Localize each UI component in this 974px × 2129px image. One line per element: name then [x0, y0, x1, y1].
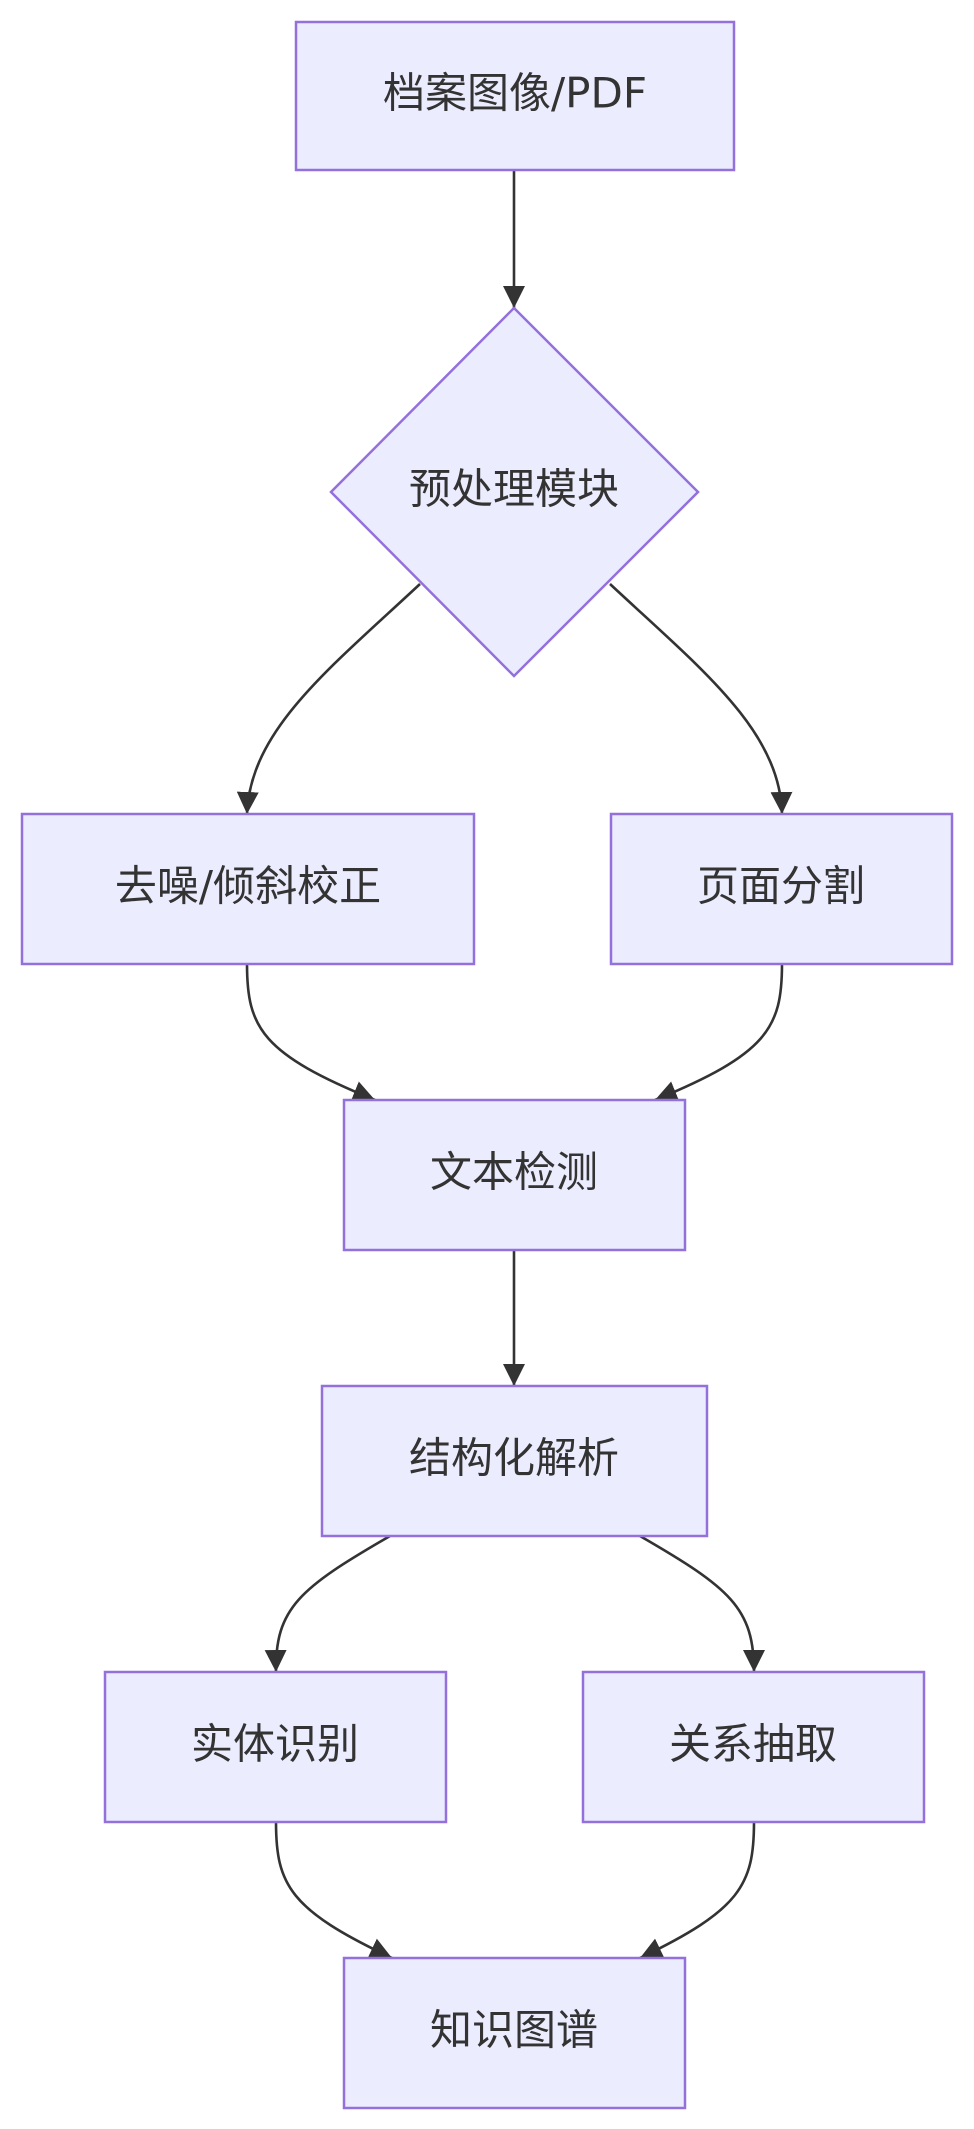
node-denoise-deskew-label: 去噪/倾斜校正 — [115, 862, 381, 911]
node-relation-extraction-label: 关系抽取 — [669, 1720, 837, 1769]
node-page-segmentation: 页面分割 — [609, 812, 954, 966]
node-archive-input: 档案图像/PDF — [294, 20, 736, 172]
node-preprocess: 预处理模块 — [329, 306, 700, 678]
nodes: 档案图像/PDF 预处理模块 去噪/倾斜校正 页面分割 文本检测 结构化解析 实… — [20, 20, 954, 2110]
edge-entity-to-knowledge — [274, 1821, 393, 1960]
node-structured-parsing: 结构化解析 — [320, 1384, 709, 1538]
edge-preprocess-to-segmentation — [609, 583, 793, 815]
node-structured-parsing-label: 结构化解析 — [409, 1434, 619, 1483]
edge-parsing-to-entity — [264, 1534, 391, 1673]
edges — [236, 170, 793, 1960]
node-entity-recognition-label: 实体识别 — [191, 1720, 359, 1769]
node-knowledge-graph-label: 知识图谱 — [430, 2006, 598, 2055]
node-knowledge-graph: 知识图谱 — [342, 1956, 687, 2110]
edge-denoise-to-textdetect — [245, 963, 376, 1102]
node-text-detection-label: 文本检测 — [430, 1148, 598, 1197]
node-entity-recognition: 实体识别 — [103, 1670, 448, 1824]
node-archive-input-label: 档案图像/PDF — [383, 69, 647, 118]
node-text-detection: 文本检测 — [342, 1098, 687, 1252]
node-denoise-deskew: 去噪/倾斜校正 — [20, 812, 476, 966]
node-relation-extraction: 关系抽取 — [581, 1670, 926, 1824]
edge-relation-to-knowledge — [639, 1821, 756, 1960]
node-page-segmentation-label: 页面分割 — [697, 862, 865, 911]
edge-segmentation-to-textdetect — [654, 963, 784, 1102]
edge-preprocess-to-denoise — [236, 583, 421, 815]
node-preprocess-label: 预处理模块 — [409, 465, 619, 514]
edge-parsing-to-relation — [639, 1534, 765, 1673]
